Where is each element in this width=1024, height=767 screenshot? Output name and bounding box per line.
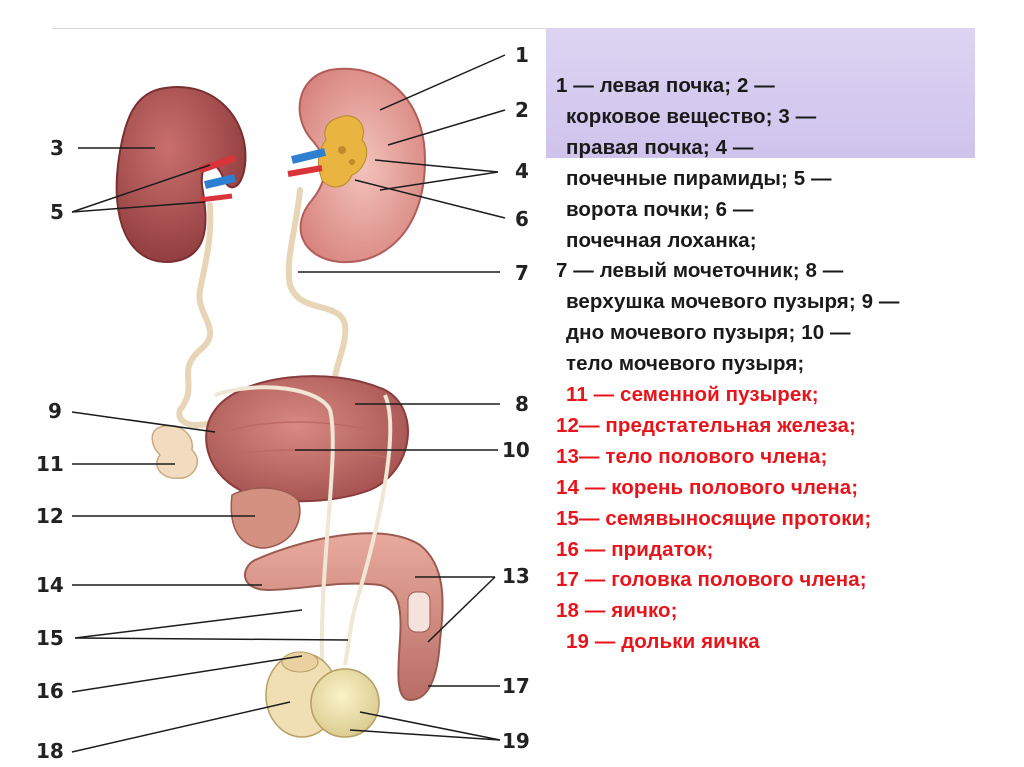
legend-line-13: 13— тело полового члена; (556, 444, 828, 468)
legend-line-1: 1 — левая почка; 2 — (556, 74, 775, 97)
leader-lines (71, 54, 506, 753)
legend-line-11: 11 — семенной пузырек; (566, 383, 819, 406)
label-4: 4 (515, 159, 529, 183)
renal-vessels (198, 148, 326, 203)
label-17: 17 (502, 674, 530, 698)
legend-highlight-panel (546, 28, 975, 158)
label-11: 11 (36, 452, 64, 476)
label-14: 14 (36, 573, 64, 597)
bladder (205, 375, 409, 503)
label-6: 6 (515, 207, 529, 231)
legend-line-14: 14 — корень полового члена; (556, 475, 859, 499)
penis (244, 532, 444, 702)
legend-line-17: 17 — головка полового члена; (556, 568, 867, 592)
legend-line-3: правая почка; 4 — (566, 135, 754, 159)
legend-line-4: почечные пирамиды; 5 — (566, 166, 832, 190)
label-7: 7 (515, 261, 529, 285)
left-kidney-section (298, 67, 427, 264)
label-16: 16 (36, 679, 64, 703)
legend-line-12: 12— предстательная железа; (556, 413, 856, 437)
legend-line-2: корковое вещество; 3 — (566, 104, 817, 128)
legend-line-9: дно мочевого пузыря; 10 — (566, 321, 851, 345)
number-labels: 1 2 3 4 5 6 7 8 9 10 11 12 13 14 15 16 1… (36, 43, 530, 763)
label-18: 18 (36, 739, 64, 763)
legend-line-7: 7 — левый мочеточник; 8 — (556, 259, 844, 283)
legend-line-6: почечная лоханка; (566, 228, 757, 252)
legend-line-19: 19 — дольки яичка (566, 630, 760, 654)
testes (265, 651, 380, 738)
label-15: 15 (36, 626, 64, 650)
label-13: 13 (502, 564, 530, 588)
legend-line-16: 16 — придаток; (556, 537, 714, 561)
legend-line-5: ворота почки; 6 — (566, 197, 754, 221)
label-8: 8 (515, 392, 529, 416)
label-2: 2 (515, 98, 529, 122)
vas-deferens (214, 385, 393, 666)
seminal-vesicle (151, 424, 199, 479)
label-1: 1 (515, 43, 529, 67)
ureters (176, 187, 349, 429)
legend-line-18: 18 — яичко; (556, 599, 678, 623)
prostate (230, 487, 301, 549)
top-divider (52, 28, 972, 29)
label-19: 19 (502, 729, 530, 753)
label-10: 10 (502, 438, 530, 462)
label-3: 3 (50, 136, 64, 160)
label-9: 9 (48, 399, 62, 423)
label-12: 12 (36, 504, 64, 528)
legend-line-8: верхушка мочевого пузыря; 9 — (566, 290, 900, 314)
label-5: 5 (50, 200, 64, 224)
legend-line-15: 15— семявыносящие протоки; (556, 506, 872, 530)
legend-line-10: тело мочевого пузыря; (566, 352, 805, 376)
